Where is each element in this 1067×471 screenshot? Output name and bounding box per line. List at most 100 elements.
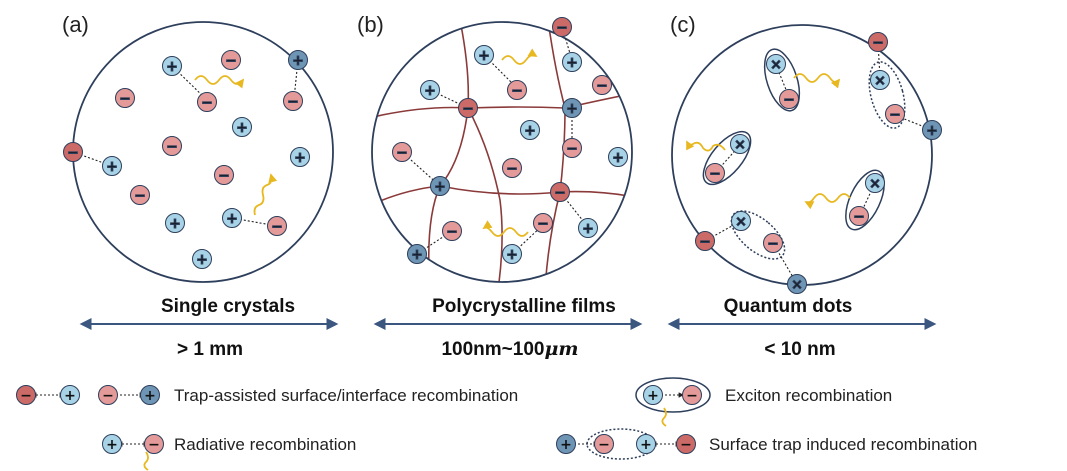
plus-symbol: + (478, 48, 490, 64)
legend-trap-assisted-label: Trap-assisted surface/interface recombin… (174, 386, 518, 405)
plus-symbol: + (144, 388, 156, 404)
panel-a-title: Single crystals (161, 296, 295, 317)
electron-carrier: − (562, 138, 582, 158)
minus-symbol: − (566, 141, 578, 157)
electron-carrier: − (507, 80, 527, 100)
electron-carrier: − (392, 142, 412, 162)
hole-carrier: + (222, 208, 242, 228)
trap-electron-carrier: − (695, 231, 715, 251)
electron-carrier: − (442, 221, 462, 241)
minus-symbol: − (102, 388, 114, 404)
trap-hole-carrier: + (922, 120, 942, 140)
minus-symbol: − (166, 139, 178, 155)
panel-c-quantum-dot: − × × − − + × − × − × − − × (671, 24, 942, 294)
panel-b-size-prefix: 100nm~100 (441, 339, 544, 360)
film-boundary-circle (371, 21, 633, 283)
size-scale: Single crystals Polycrystalline films Qu… (79, 296, 937, 360)
hole-carrier: + (232, 117, 252, 137)
minus-symbol: − (783, 92, 795, 108)
plus-symbol: + (560, 437, 572, 453)
hole-carrier: + (162, 56, 182, 76)
exciton-hole-carrier: × (865, 173, 885, 193)
hole-carrier: + (562, 52, 582, 72)
carrier-connectors (401, 25, 589, 255)
carriers: − × × − − + × − × − × − − × (695, 32, 942, 294)
photon-emissions (686, 73, 851, 210)
plus-symbol: + (506, 247, 518, 263)
exciton-symbol: × (874, 73, 886, 89)
exciton-hole-carrier: × (766, 54, 786, 74)
panel-b-polycrystalline: − + + − − + − + + − + − − + − + − − + + (371, 17, 633, 283)
exciton-hole-carrier: × (730, 134, 750, 154)
panel-a-size: > 1 mm (177, 339, 243, 360)
minus-symbol: − (67, 145, 79, 161)
trap-hole-carrier: + (430, 176, 450, 196)
hole-carrier: + (420, 80, 440, 100)
minus-symbol: − (134, 188, 146, 204)
trap-electron-carrier: − (552, 17, 572, 37)
exciton-hole-carrier: × (870, 70, 890, 90)
plus-symbol: + (524, 123, 536, 139)
panel-a-label: (a) (62, 12, 89, 37)
minus-symbol: − (396, 145, 408, 161)
minus-symbol: − (506, 161, 518, 177)
photon-emissions (482, 48, 538, 237)
plus-symbol: + (926, 123, 938, 139)
trap-hole-carrier: + (562, 98, 582, 118)
plus-symbol: + (236, 120, 248, 136)
minus-symbol: − (872, 35, 884, 51)
minus-symbol: − (225, 53, 237, 69)
minus-symbol: − (556, 20, 568, 36)
electron-carrier: − (502, 158, 522, 178)
plus-symbol: + (612, 150, 624, 166)
exciton-symbol: × (869, 176, 881, 192)
hole-carrier: + (502, 244, 522, 264)
panel-b-size: 100nm~100μm (441, 338, 578, 360)
minus-symbol: − (889, 107, 901, 123)
exciton-hole-carrier: × (731, 211, 751, 231)
panel-c-label: (c) (670, 12, 696, 37)
electron-carrier: − (283, 91, 303, 111)
panel-c-size: < 10 nm (764, 339, 835, 360)
plus-symbol: + (106, 437, 118, 453)
minus-symbol: − (462, 101, 474, 117)
carriers: − + + − − + − + + − + − − + − + − − + + (392, 17, 628, 264)
trap-exciton-carrier: × (787, 274, 807, 294)
minus-symbol: − (596, 78, 608, 94)
electron-carrier: − (221, 50, 241, 70)
plus-symbol: + (106, 159, 118, 175)
minus-symbol: − (554, 185, 566, 201)
legend-exciton-label: Exciton recombination (725, 386, 892, 405)
panel-b-label: (b) (357, 12, 384, 37)
minus-symbol: − (537, 216, 549, 232)
trap-electron-carrier: − (63, 142, 83, 162)
hole-carrier: + (608, 147, 628, 167)
minus-symbol: − (598, 437, 610, 453)
carriers: + − + − − − + − − + + − − + + − + (63, 50, 310, 269)
minus-symbol: − (767, 236, 779, 252)
trap-electron-carrier: − (550, 182, 570, 202)
minus-symbol: − (148, 437, 160, 453)
panel-c-title: Quantum dots (724, 296, 853, 317)
minus-symbol: − (119, 91, 131, 107)
electron-carrier: − (130, 185, 150, 205)
plus-symbol: + (424, 83, 436, 99)
electron-carrier: − (197, 92, 217, 112)
hole-carrier: + (578, 218, 598, 238)
minus-symbol: − (446, 224, 458, 240)
legend-surface-trap-label: Surface trap induced recombination (709, 435, 977, 454)
plus-symbol: + (196, 252, 208, 268)
exciton-symbol: × (770, 57, 782, 73)
plus-symbol: + (647, 388, 659, 404)
trap-electron-carrier: − (458, 98, 478, 118)
electron-carrier: − (779, 89, 799, 109)
plus-symbol: + (566, 101, 578, 117)
exciton-symbol: × (735, 214, 747, 230)
plus-symbol: + (640, 437, 652, 453)
panel-b-title: Polycrystalline films (432, 296, 616, 317)
electron-carrier: − (267, 216, 287, 236)
plus-symbol: + (294, 150, 306, 166)
minus-symbol: − (853, 209, 865, 225)
minus-symbol: − (699, 234, 711, 250)
